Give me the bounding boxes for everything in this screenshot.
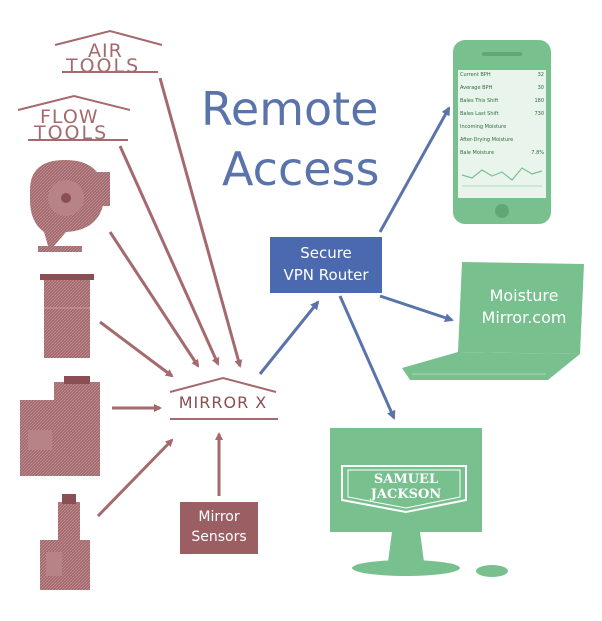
arrow-router-to-desktop — [338, 295, 396, 420]
arrow-flow-tools — [118, 145, 220, 366]
flow-tools-logo — [17, 94, 131, 141]
phone-row: Bales This Shift 180 — [460, 98, 544, 104]
smartphone-icon — [453, 40, 551, 224]
laptop-screen-text: Moisture Mirror.com — [466, 285, 582, 329]
phone-row: Average BPH 30 — [460, 85, 544, 91]
arrow-router-to-laptop — [379, 294, 454, 323]
cabinet-dryer-icon — [40, 274, 94, 358]
laptop-line1: Moisture — [489, 286, 559, 305]
phone-screen: Current BPH 32 Average BPH 30 Bales This… — [460, 72, 544, 168]
title-line2: Access — [222, 142, 380, 196]
network-arrows — [258, 106, 454, 420]
air-tools-line2: TOOLS — [66, 55, 141, 77]
title-line1: Remote — [201, 82, 379, 136]
arrow-cabinet — [99, 320, 174, 378]
air-tools-logo — [54, 29, 163, 73]
laptop-icon — [402, 262, 584, 380]
arrow-router-to-phone — [378, 106, 451, 233]
air-tools-line1: AIR — [88, 40, 123, 62]
input-arrows — [96, 77, 243, 518]
tower-dryer-icon — [40, 494, 90, 590]
arrow-mirror-to-router — [258, 300, 320, 375]
vpn-router-line1: Secure — [300, 244, 352, 262]
flow-tools-line2: TOOLS — [34, 122, 109, 144]
mirror-x-roof — [169, 376, 278, 420]
vpn-router-line2: VPN Router — [283, 266, 369, 284]
mirror-sensors-line1: Mirror — [198, 509, 240, 525]
phone-row: Bale Moisture 7.8% — [460, 150, 544, 156]
samuel-jackson-logo-text: SAMUEL JACKSON — [370, 472, 442, 502]
vpn-router-box: Secure VPN Router — [270, 237, 382, 293]
kiln-machine-icon — [20, 376, 100, 476]
flow-tools-line1: FLOW — [40, 106, 99, 128]
phone-row: Current BPH 32 — [460, 72, 544, 78]
arrow-air-tools — [158, 77, 243, 368]
mirror-sensors-line2: Sensors — [191, 529, 247, 545]
mirror-sensors-box: Mirror Sensors — [180, 502, 258, 554]
laptop-line2: Mirror.com — [481, 308, 567, 327]
arrow-tower — [96, 438, 174, 518]
phone-row: Bales Last Shift 730 — [460, 111, 544, 117]
mirror-x-label: MIRROR X — [178, 393, 268, 412]
phone-row: After-Drying Moisture — [460, 137, 514, 143]
arrow-blower — [108, 231, 200, 368]
blower-fan-icon — [30, 160, 110, 252]
desktop-monitor-icon — [330, 428, 508, 577]
phone-row: Incoming Moisture — [460, 124, 507, 130]
